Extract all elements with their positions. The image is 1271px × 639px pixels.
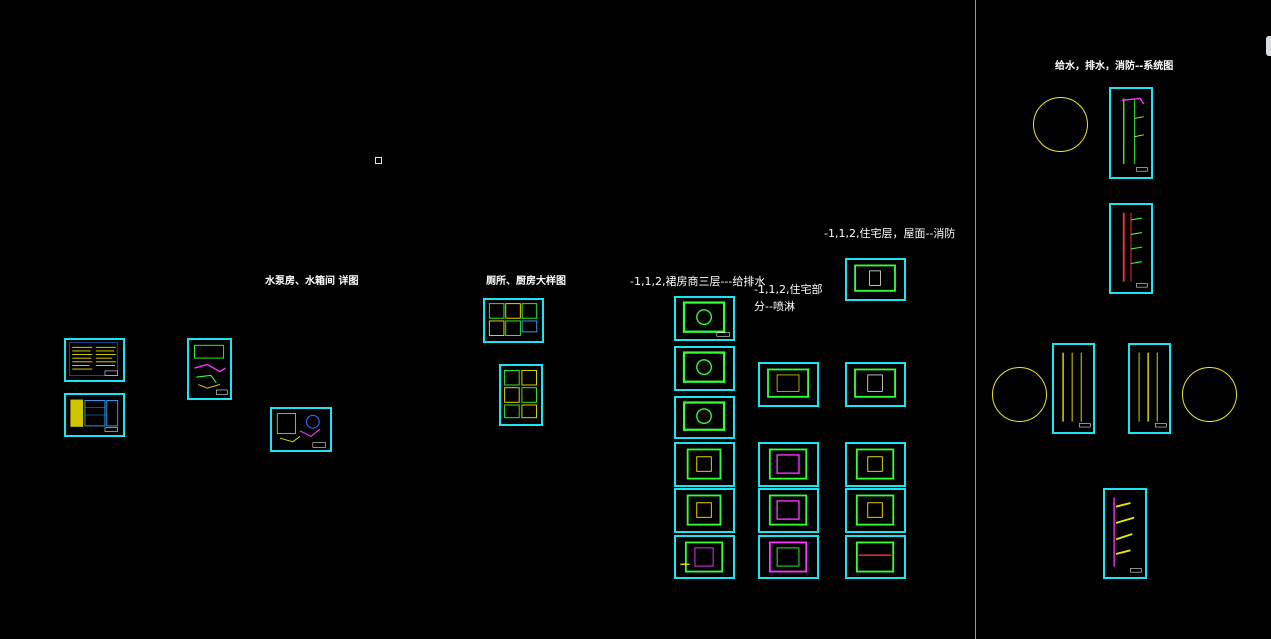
label-systems: 给水，排水，消防--系统图 (1055, 61, 1174, 72)
sheet-pump-detail-a[interactable] (187, 338, 232, 400)
label-podium: -1,1,2,裙房商三层---给排水 (630, 275, 766, 288)
sheet-thumbnail (854, 264, 896, 292)
sheet-residential-spray-1[interactable] (758, 362, 819, 407)
circle-marker-left[interactable] (992, 367, 1047, 422)
sheet-podium-5[interactable] (674, 488, 735, 533)
sheet-thumbnail (680, 541, 724, 573)
sheet-podium-6[interactable] (674, 535, 735, 579)
sheet-residential-fire-1[interactable] (845, 258, 906, 301)
sheet-fire-system-b[interactable] (1128, 343, 1171, 434)
sheet-residential-fire-5[interactable] (845, 535, 906, 579)
sheet-pump-detail-b[interactable] (270, 407, 332, 452)
sheet-thumbnail (70, 399, 119, 432)
label-toilet-kitchen: 厕所、厨房大样图 (486, 276, 566, 287)
sheet-residential-spray-2[interactable] (758, 442, 819, 487)
sheet-thumbnail (686, 494, 722, 526)
viewport-divider (975, 0, 976, 639)
sheet-notes-1[interactable] (64, 338, 125, 382)
sheet-fire-system-a[interactable] (1052, 343, 1095, 434)
sheet-residential-spray-4[interactable] (758, 535, 819, 579)
sheet-notes-2[interactable] (64, 393, 125, 437)
sheet-thumbnail (682, 401, 726, 431)
sheet-thumbnail (682, 301, 730, 337)
circle-marker-top[interactable] (1033, 97, 1088, 152)
sheet-podium-1[interactable] (674, 296, 735, 341)
side-panel-tab[interactable] (1266, 36, 1271, 56)
label-residential-part-2: 分--喷淋 (754, 300, 795, 313)
sheet-thumbnail (768, 541, 808, 573)
sheet-drainage-system[interactable] (1109, 203, 1153, 294)
sheet-thumbnail (855, 448, 895, 480)
sheet-thumbnail (488, 303, 538, 336)
sheet-thumbnail (854, 368, 896, 398)
sheet-thumbnail (682, 351, 726, 383)
sheet-toilet-detail-a[interactable] (483, 298, 544, 343)
sheet-toilet-detail-b[interactable] (499, 364, 543, 426)
sheet-residential-spray-3[interactable] (758, 488, 819, 533)
sheet-thumbnail (1121, 97, 1148, 172)
label-residential-roof: -1,1,2,住宅层，屋面--消防 (824, 227, 956, 240)
sheet-thumbnail (767, 368, 809, 398)
sheet-thumbnail (69, 342, 118, 376)
sheet-thumbnail (1113, 497, 1142, 573)
sheet-thumbnail (1122, 212, 1148, 288)
sheet-residential-fire-4[interactable] (845, 488, 906, 533)
sheet-thumbnail (855, 494, 895, 526)
sheet-thumbnail (768, 494, 808, 526)
sheet-thumbnail (276, 413, 326, 448)
sheet-thumbnail (855, 541, 895, 573)
sheet-residential-fire-2[interactable] (845, 362, 906, 407)
sheet-residential-fire-3[interactable] (845, 442, 906, 487)
sheet-thumbnail (1062, 352, 1091, 428)
label-residential-part: -1,1,2,住宅部 (754, 283, 823, 296)
pickbox-cursor (375, 157, 382, 164)
sheet-thumbnail (504, 370, 537, 419)
label-pump-room: 水泵房、水箱间 详图 (265, 276, 359, 287)
sheet-podium-3[interactable] (674, 396, 735, 439)
sheet-thumbnail (686, 448, 722, 480)
sheet-spray-system[interactable] (1103, 488, 1147, 579)
sheet-thumbnail (768, 448, 808, 480)
sheet-thumbnail (194, 344, 228, 395)
sheet-podium-2[interactable] (674, 346, 735, 391)
sheet-thumbnail (1138, 352, 1167, 428)
circle-marker-right[interactable] (1182, 367, 1237, 422)
sheet-water-system[interactable] (1109, 87, 1153, 179)
sheet-podium-4[interactable] (674, 442, 735, 487)
